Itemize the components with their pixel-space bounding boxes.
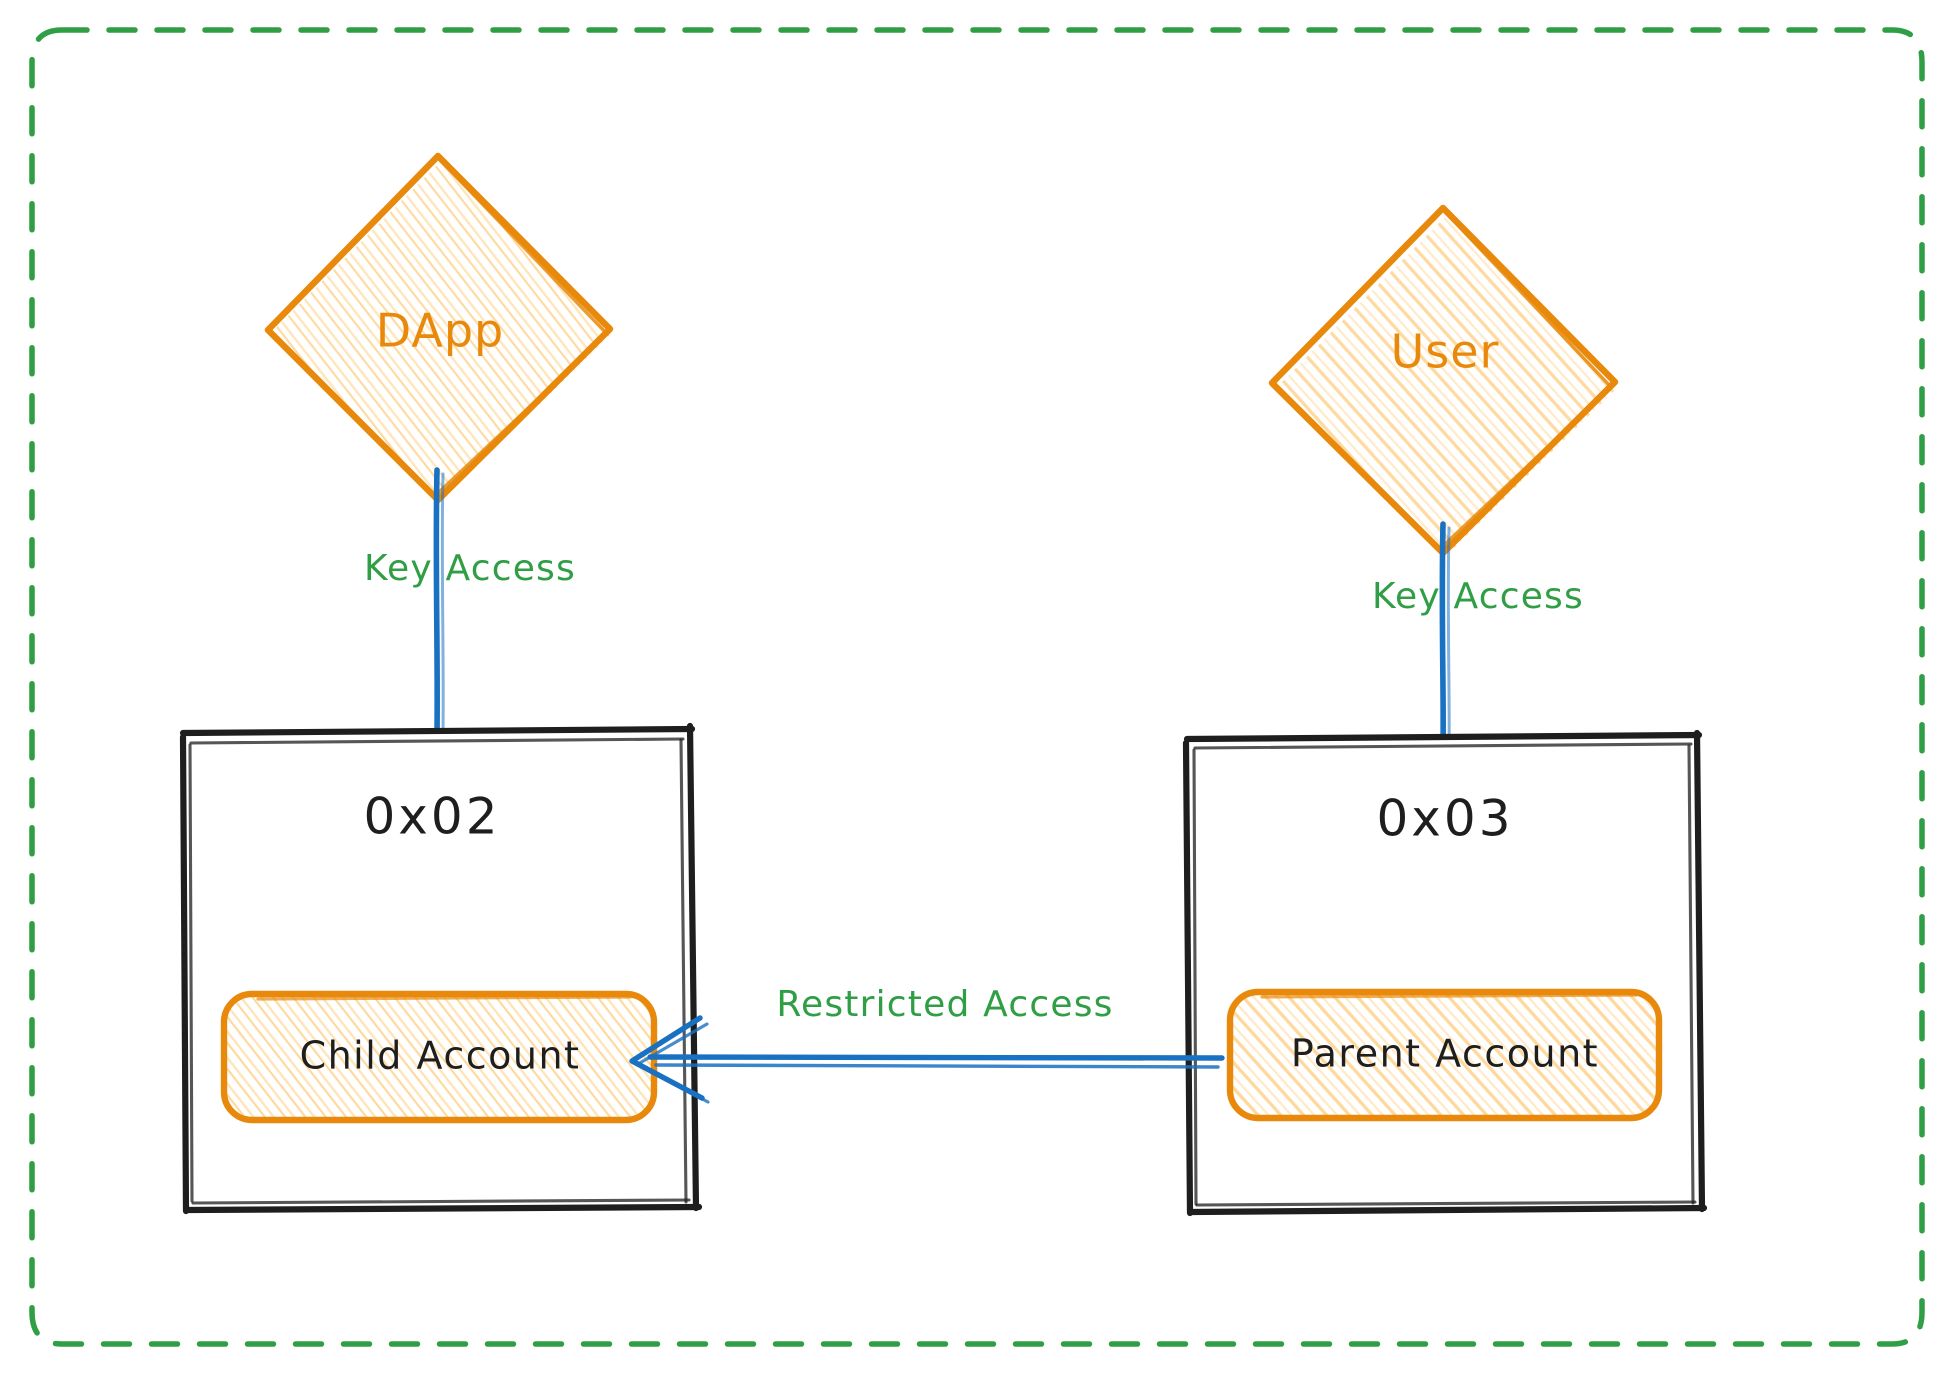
child-box-bottom: [183, 1203, 703, 1214]
user-node-label: User: [1391, 325, 1500, 379]
edge-label-key-access-dapp: Key Access: [364, 548, 576, 589]
restricted-edge-line: [647, 1054, 1225, 1061]
parent-box-top-sketch: [1193, 742, 1693, 750]
parent-chip-fill: [1232, 994, 1658, 1117]
child-box-id-label: 0x02: [363, 788, 500, 846]
parent-box-right-sketch: [1687, 744, 1695, 1205]
child-account-box[interactable]: 0x02: [179, 722, 703, 1215]
parent-box-left: [1182, 739, 1194, 1217]
edge-label-restricted-access: Restricted Access: [776, 984, 1113, 1025]
child-chip-fill: [226, 996, 653, 1119]
child-box-left: [179, 733, 190, 1215]
parent-account-chip[interactable]: Parent Account: [1226, 988, 1663, 1122]
edge-label-key-access-user: Key Access: [1372, 576, 1584, 617]
parent-box-bottom: [1187, 1204, 1708, 1216]
user-node[interactable]: User: [1268, 204, 1619, 557]
parent-chip-outline: [1226, 988, 1663, 1122]
parent-box-left-sketch: [1192, 748, 1198, 1206]
child-chip-label: Child Account: [300, 1034, 581, 1078]
child-box-top: [179, 725, 696, 737]
parent-box-right: [1693, 729, 1706, 1213]
edge-line-sketch: [1446, 526, 1451, 748]
dapp-node[interactable]: DApp: [264, 152, 614, 504]
edge-dapp-to-child[interactable]: Key Access: [364, 467, 576, 738]
user-diamond-fill: [1278, 214, 1618, 556]
parent-account-box[interactable]: 0x03: [1182, 729, 1708, 1217]
parent-box-top: [1183, 731, 1703, 743]
child-chip-sketch-stroke: [256, 995, 632, 1001]
frame-border: [29, 27, 1925, 1347]
edge-line: [1439, 521, 1447, 751]
child-box-right: [686, 722, 700, 1212]
child-box-bottom-sketch: [191, 1198, 691, 1205]
dapp-node-label: DApp: [376, 304, 504, 358]
child-box-right-sketch: [679, 738, 688, 1204]
child-box-top-sketch: [189, 737, 685, 745]
edge-user-to-parent[interactable]: Key Access: [1372, 521, 1584, 751]
edge-line: [433, 467, 441, 738]
parent-chip-label: Parent Account: [1291, 1032, 1599, 1076]
parent-box-bottom-sketch: [1195, 1200, 1697, 1207]
parent-box-id-label: 0x03: [1376, 790, 1513, 848]
restricted-edge-line-sketch: [654, 1063, 1220, 1069]
child-account-chip[interactable]: Child Account: [220, 990, 658, 1124]
edge-line-sketch: [440, 472, 445, 735]
dapp-diamond-sketch-stroke: [435, 163, 609, 496]
user-diamond-sketch-stroke: [1440, 214, 1613, 549]
parent-chip-sketch-stroke: [1260, 993, 1638, 999]
child-box-left-sketch: [188, 743, 194, 1203]
edge-parent-to-child[interactable]: Restricted Access: [629, 984, 1225, 1104]
restricted-edge-arrowhead-sketch: [636, 1022, 710, 1104]
